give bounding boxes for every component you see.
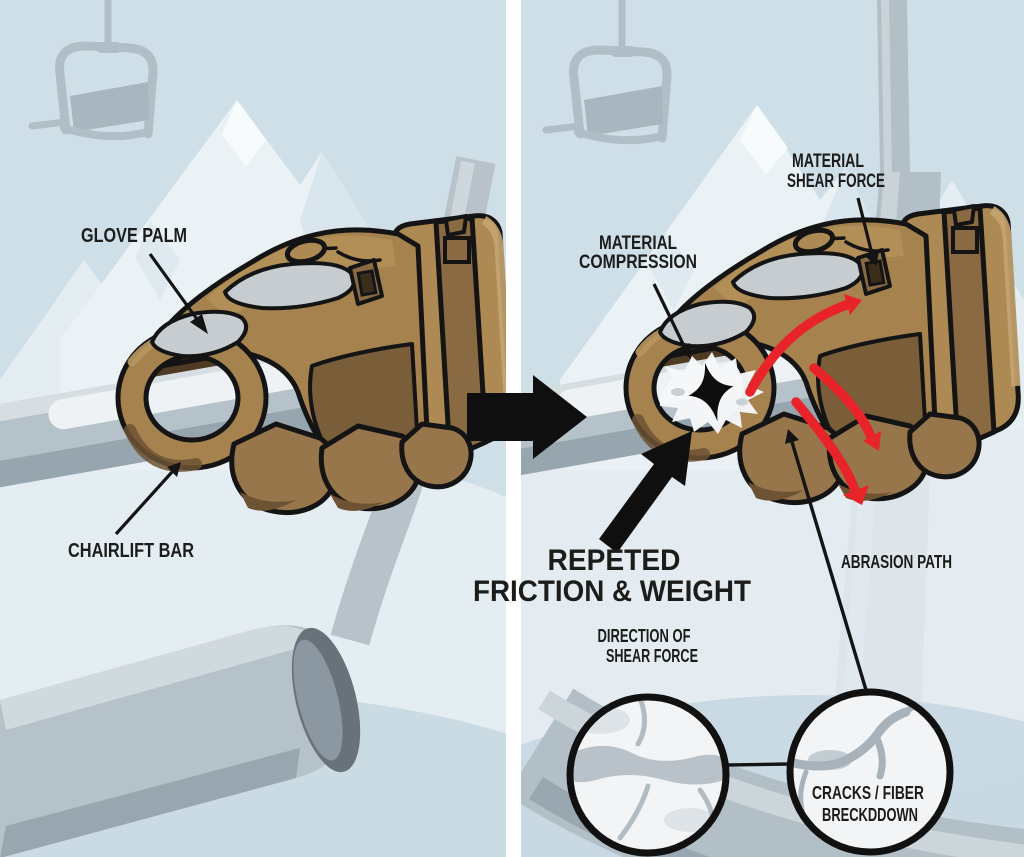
shear-force-leader — [856, 197, 874, 255]
direction-shear-label-line2: SHEAR FORCE — [606, 646, 698, 666]
leader-lines — [114, 197, 874, 536]
leader-arrowheads — [167, 252, 879, 477]
wear-point — [660, 352, 764, 434]
material-shear-label-line2: SHEAR FORCE — [787, 171, 885, 192]
material-shear-label-line1: MATERIAL — [792, 151, 864, 172]
direction-shear-label-line1: DIRECTION OF — [598, 626, 691, 646]
abrasion-leader-line — [790, 441, 868, 691]
cracks-label-line2: BRECKDDOWN — [822, 805, 918, 825]
friction-label-line1: REPETED — [548, 544, 681, 577]
glove-palm-leader — [148, 253, 201, 323]
shear-arrow-icon-3 — [791, 397, 860, 496]
left-footrest-tube — [0, 625, 361, 857]
material-compression-label-line2: COMPRESSION — [579, 252, 697, 273]
material-compression-label-line1: MATERIAL — [599, 233, 677, 254]
shear-arrow-icon-1 — [745, 300, 851, 397]
compression-leader — [652, 283, 686, 347]
abrasion-path-label: ABRASION PATH — [841, 552, 952, 572]
magnifier-lenses — [566, 441, 954, 857]
left-panel — [0, 0, 507, 857]
friction-arrow-icon — [599, 431, 692, 553]
friction-label-line2: FRICTION & WEIGHT — [473, 575, 751, 608]
lens-right — [790, 692, 950, 852]
impact-star-icon — [688, 362, 734, 422]
lens-right-border — [786, 688, 954, 856]
shear-arrows — [745, 300, 876, 496]
chairlift-bar-label: CHAIRLIFT BAR — [68, 540, 194, 562]
transition-arrow-icon — [467, 375, 587, 459]
shear-arrowheads — [843, 294, 881, 505]
glove-palm-label: GLOVE PALM — [81, 225, 187, 247]
cracks-label-line1: CRACKS / FIBER — [812, 783, 924, 803]
chairlift-bar-leader — [114, 470, 174, 536]
shear-arrow-icon-2 — [809, 363, 876, 442]
lens-left-border — [566, 693, 730, 857]
